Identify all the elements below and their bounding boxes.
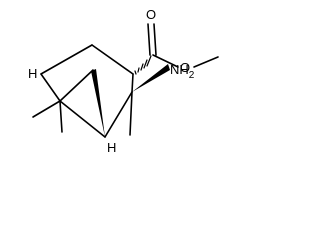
bond-c4-methyl (129, 91, 133, 136)
bond-c6-c5 (59, 100, 106, 138)
bond-c6-methyl-b (59, 100, 63, 133)
bond-c1-c6 (40, 73, 61, 102)
bond-c4-c5 (104, 91, 133, 138)
hydrogen-top-label: H (28, 66, 37, 81)
amino-label: NH2 (170, 62, 195, 81)
ester-oxygen-label: O (180, 60, 190, 75)
bridge-wedge (91, 69, 105, 137)
bond-bridge-c1 (59, 69, 94, 102)
bond-carbonyl-2 (153, 23, 157, 56)
bond-c3-c4 (131, 73, 134, 93)
ester-hashed-wedge (134, 55, 152, 75)
bond-c6-methyl-a (32, 100, 61, 118)
bond-o-methyl (193, 56, 219, 68)
bond-ester-o (152, 54, 179, 68)
bond-c1-c2 (40, 44, 93, 75)
carbonyl-oxygen-label: O (146, 7, 156, 22)
amino-wedge (132, 64, 170, 92)
hydrogen-bottom-label: H (107, 140, 116, 155)
molecule-structure: O O NH2 H H (28, 7, 219, 155)
bond-carbonyl-1 (147, 23, 151, 56)
bond-c2-c3 (91, 44, 134, 75)
